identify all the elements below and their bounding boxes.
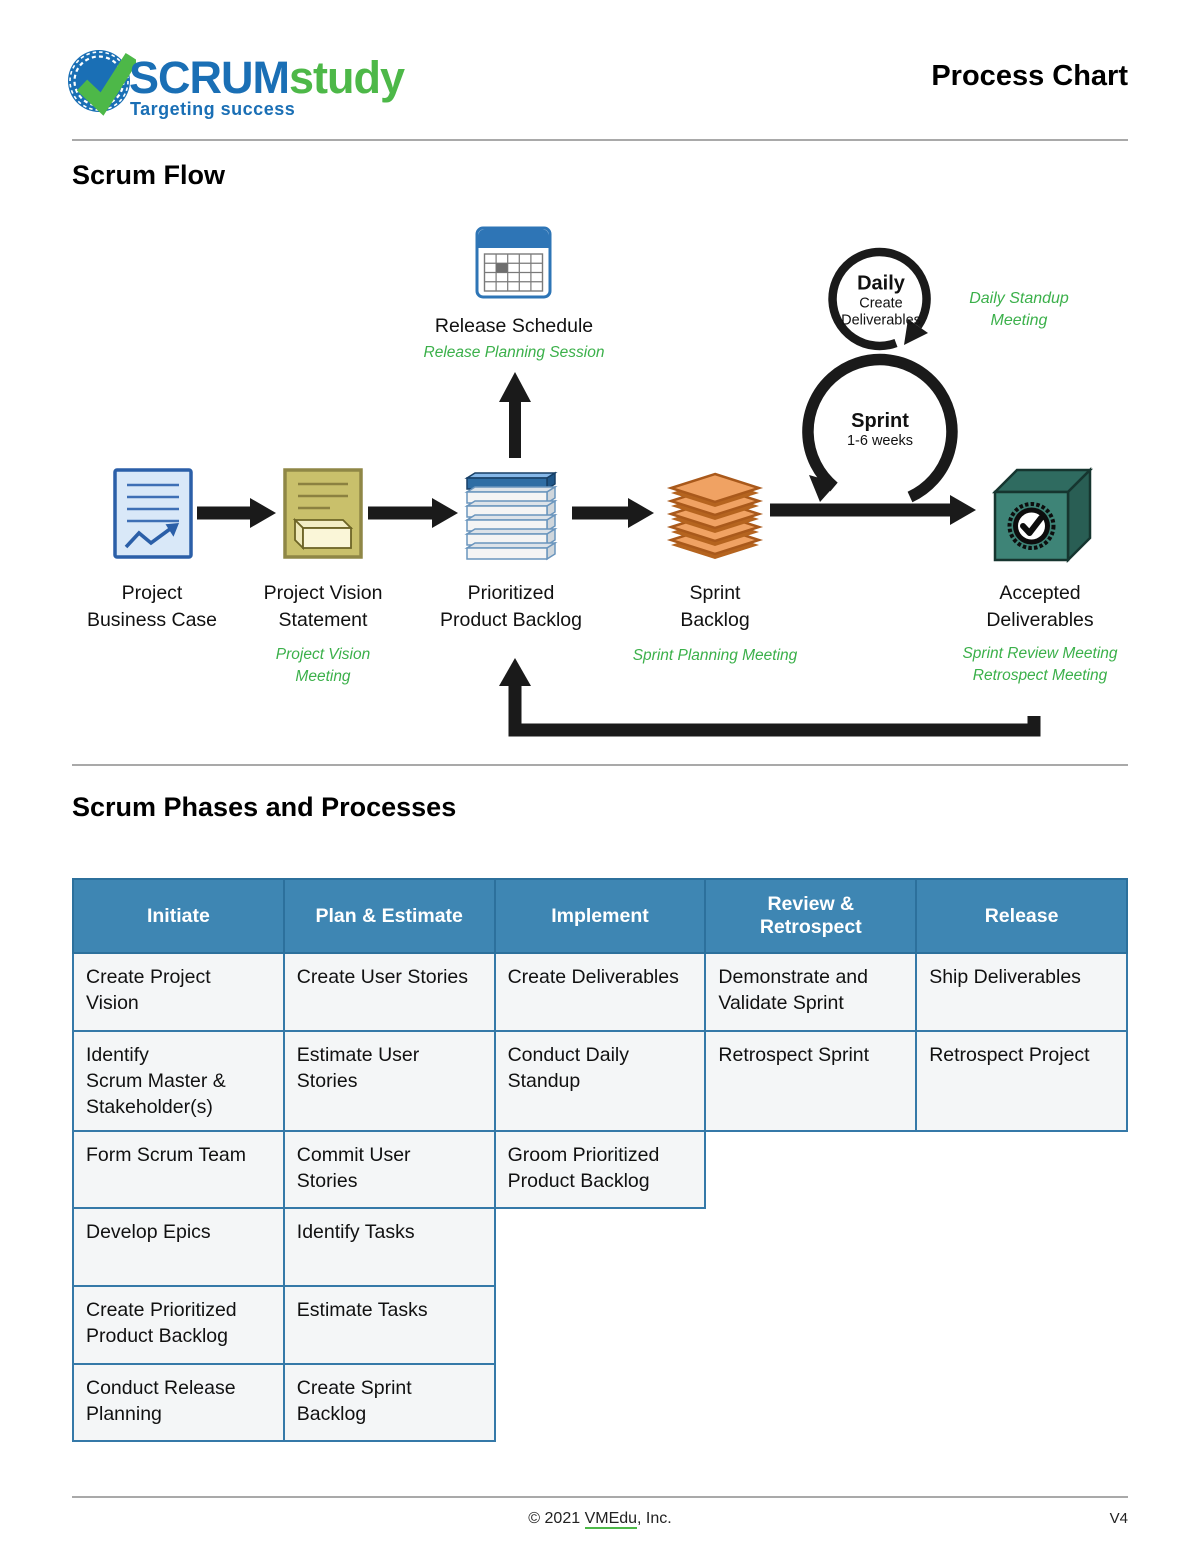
logo-wordmark: SCRUMstudy <box>129 52 405 104</box>
deliverables-box-icon <box>991 466 1094 564</box>
arrow-right-3-icon <box>572 498 654 528</box>
logo-checkmark-icon <box>76 52 136 116</box>
daily-loop-title: Daily <box>857 272 905 295</box>
scrum-flow-diagram <box>113 226 1094 737</box>
sprint-planning-meeting-label: Sprint Planning Meeting <box>632 647 798 664</box>
daily-loop-subtitle: Create Deliverables <box>841 295 921 329</box>
column-header-plan-estimate: Plan & Estimate <box>282 878 496 954</box>
node-label-accepted-deliverables: Accepted Deliverables <box>986 582 1094 631</box>
phases-header-row: Initiate Plan & Estimate Implement Revie… <box>72 878 1128 954</box>
page-title: Process Chart <box>931 60 1128 92</box>
sprint-loop-title: Sprint <box>851 410 909 432</box>
empty-cell <box>495 1208 706 1286</box>
phases-heading: Scrum Phases and Processes <box>72 792 457 822</box>
process-cell: Create Deliverables <box>493 952 707 1032</box>
table-row: Develop Epics Identify Tasks <box>72 1207 1127 1287</box>
arrow-up-to-release-icon <box>499 372 531 458</box>
process-cell: Develop Epics <box>72 1207 285 1287</box>
empty-cell <box>705 1364 916 1441</box>
process-cell: Identify Tasks <box>282 1207 496 1287</box>
business-case-document-icon <box>113 468 193 559</box>
logo-study-text: study <box>289 52 405 103</box>
product-backlog-stack-icon <box>464 471 558 561</box>
header-divider <box>72 139 1128 141</box>
vmedu-link[interactable]: VMEdu <box>584 1510 638 1529</box>
empty-cell <box>916 1286 1127 1364</box>
process-cell: Form Scrum Team <box>72 1130 285 1209</box>
footer-divider <box>72 1496 1128 1498</box>
empty-cell <box>495 1364 706 1441</box>
process-cell: Commit User Stories <box>282 1130 496 1209</box>
table-row: Create Project Vision Create User Storie… <box>72 952 1128 1032</box>
node-label-business-case: Project Business Case <box>86 582 218 631</box>
sprint-review-meeting-label: Sprint Review Meeting Retrospect Meeting <box>962 645 1118 684</box>
column-header-implement: Implement <box>493 878 707 954</box>
process-cell: Estimate User Stories <box>282 1030 496 1132</box>
chart-arrow-icon <box>165 523 179 537</box>
column-header-release: Release <box>915 878 1128 954</box>
empty-cell <box>495 1286 706 1364</box>
process-cell: Create User Stories <box>282 952 496 1032</box>
scrum-flow-heading: Scrum Flow <box>72 160 226 190</box>
empty-cell <box>916 1208 1127 1286</box>
logo-tagline: Targeting success <box>130 99 296 119</box>
sprint-loop-arrow <box>802 353 958 503</box>
process-cell: Ship Deliverables <box>915 952 1128 1032</box>
project-vision-meeting-label: Project Vision Meeting <box>275 646 371 685</box>
empty-cell <box>705 1286 916 1364</box>
process-cell: Create Project Vision <box>72 952 285 1032</box>
daily-standup-meeting-label: Daily Standup Meeting <box>969 290 1069 329</box>
sprint-backlog-stack-icon <box>666 472 764 559</box>
daily-loop-text: Daily Create Deliverables <box>841 273 921 330</box>
node-label-sprint-backlog: Sprint Backlog <box>680 582 750 631</box>
empty-cell <box>705 1131 916 1208</box>
process-cell: Conduct Release Planning <box>72 1363 285 1442</box>
release-planning-session-label: Release Planning Session <box>423 344 605 361</box>
table-row: Create Prioritized Product Backlog Estim… <box>72 1285 1127 1365</box>
process-cell: Estimate Tasks <box>282 1285 496 1365</box>
table-row: Conduct Release Planning Create Sprint B… <box>72 1363 1127 1442</box>
copyright-prefix: © 2021 <box>528 1510 585 1527</box>
copyright-suffix: , Inc. <box>637 1510 672 1527</box>
section-divider <box>72 764 1128 766</box>
process-cell: Create Prioritized Product Backlog <box>72 1285 285 1365</box>
scrumstudy-logo-icon <box>68 50 136 116</box>
release-schedule-label: Release Schedule <box>434 315 594 337</box>
node-label-vision-statement: Project Vision Statement <box>263 582 383 631</box>
empty-cell <box>916 1364 1127 1441</box>
version-label: V4 <box>1109 1510 1128 1527</box>
process-cell: Retrospect Sprint <box>704 1030 918 1132</box>
footer-copyright: © 2021 VMEdu, Inc. <box>0 1510 1200 1529</box>
arrow-right-2-icon <box>368 498 458 528</box>
daily-loop-arrow <box>828 247 931 351</box>
process-cell: Demonstrate and Validate Sprint <box>704 952 918 1032</box>
empty-cell <box>916 1131 1127 1208</box>
phases-table: Initiate Plan & Estimate Implement Revie… <box>72 878 1128 1442</box>
arrow-right-4-icon <box>770 495 976 525</box>
process-cell: Create Sprint Backlog <box>282 1363 496 1442</box>
column-header-review-retrospect: Review & Retrospect <box>704 878 918 954</box>
node-label-product-backlog: Prioritized Product Backlog <box>440 582 582 631</box>
arrow-right-1-icon <box>197 498 276 528</box>
process-cell: Groom Prioritized Product Backlog <box>493 1130 707 1209</box>
feedback-loop-arrow <box>499 658 1041 737</box>
table-row: Identify Scrum Master & Stakeholder(s) E… <box>72 1030 1128 1132</box>
table-row: Form Scrum Team Commit User Stories Groo… <box>72 1130 1127 1209</box>
calendar-icon <box>475 226 552 299</box>
logo-scrum-text: SCRUM <box>129 52 290 103</box>
process-cell: Conduct Daily Standup <box>493 1030 707 1132</box>
process-cell: Identify Scrum Master & Stakeholder(s) <box>72 1030 285 1132</box>
empty-cell <box>705 1208 916 1286</box>
sprint-loop-text: Sprint 1-6 weeks <box>847 410 913 450</box>
sprint-loop-subtitle: 1-6 weeks <box>846 433 914 449</box>
process-cell: Retrospect Project <box>915 1030 1128 1132</box>
check-badge-icon <box>1007 502 1056 550</box>
vision-statement-document-icon <box>283 468 363 559</box>
column-header-initiate: Initiate <box>72 878 285 954</box>
